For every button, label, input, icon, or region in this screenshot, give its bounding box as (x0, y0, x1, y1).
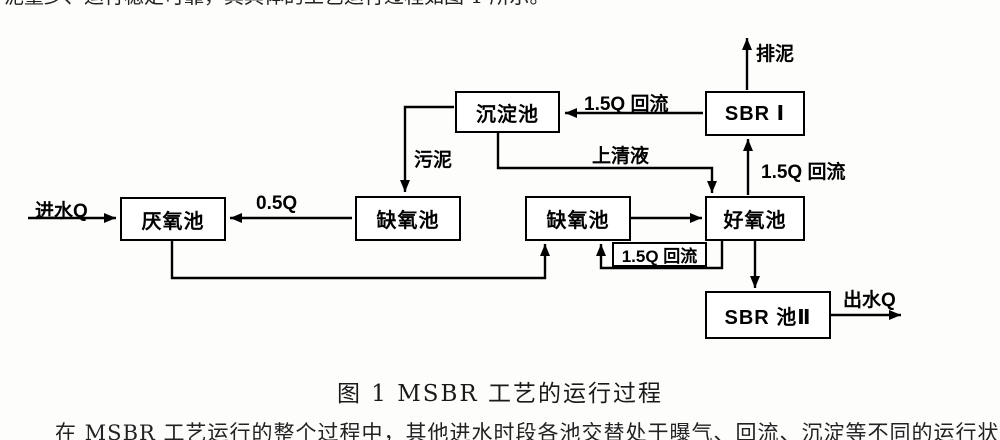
arrow-anaerobic-to-anoxic2 (170, 241, 550, 280)
node-anaerobic-tank: 厌氧池 (120, 197, 226, 241)
node-aerobic-tank: 好氧池 (705, 196, 805, 241)
figure-caption: 图 1 MSBR 工艺的运行过程 (336, 381, 664, 407)
cropped-text-line-bottom: 在 MSBR 工艺运行的整个过程中，其他进水时段各池交替处于曝气、回流、沉淀等不… (55, 421, 1000, 440)
flow-label-return-to-anoxic: 1.5Q 回流 (612, 242, 707, 267)
flow-label-return-to-sbr1: 1.5Q 回流 (761, 162, 846, 183)
node-sbr2-tank: SBR 池Ⅱ (705, 291, 831, 339)
node-anoxic-tank-1: 缺氧池 (355, 196, 461, 241)
flow-label-return-to-sedimentation: 1.5Q 回流 (584, 94, 669, 115)
flow-label-supernatant: 上清液 (592, 146, 650, 167)
node-sedimentation-tank: 沉淀池 (455, 91, 560, 133)
flow-label-half-q-return: 0.5Q (256, 193, 298, 214)
flow-label-influent: 进水Q (35, 201, 88, 222)
node-anoxic-tank-2: 缺氧池 (525, 196, 631, 241)
node-sbr1-tank: SBR Ⅰ (705, 91, 805, 136)
cropped-text-line-top: 泥量少、运行稳定可靠，其具体的工艺运行过程如图 1 所示。 (4, 0, 549, 6)
flow-label-sludge: 污泥 (414, 150, 453, 171)
flow-label-sludge-discharge: 排泥 (756, 44, 795, 65)
flow-label-effluent: 出水Q (843, 290, 896, 311)
